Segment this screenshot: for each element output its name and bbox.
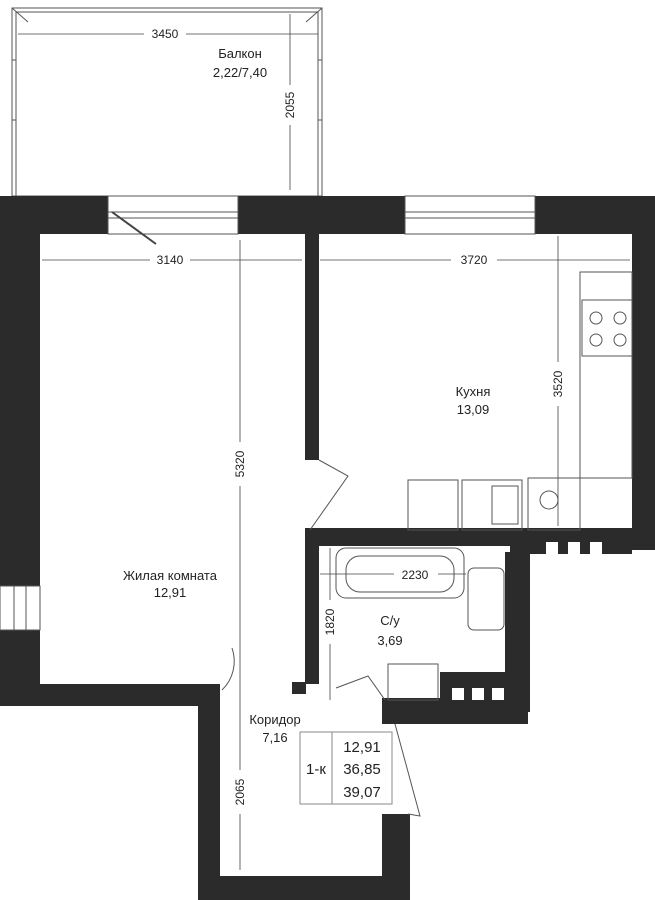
stove-hob bbox=[581, 299, 633, 357]
corridor-name: Коридор bbox=[249, 712, 300, 727]
balcony-name: Балкон bbox=[218, 46, 262, 61]
dim-bath-width: 2230 bbox=[402, 568, 429, 582]
dim-living-length: 5320 bbox=[233, 450, 247, 477]
dimension-labels: 3450 2055 3140 5320 3720 3520 2230 1820 … bbox=[144, 26, 567, 814]
kitchen-sink bbox=[461, 479, 523, 531]
kitchen-name: Кухня bbox=[456, 384, 491, 399]
bath-sink bbox=[387, 663, 439, 701]
summary-total-area: 36,85 bbox=[343, 761, 381, 778]
dim-corridor-length: 2065 bbox=[233, 778, 247, 805]
corridor-area: 7,16 bbox=[262, 730, 287, 745]
doors bbox=[221, 459, 421, 817]
kitchen-fixtures bbox=[407, 271, 633, 531]
bathroom-name: С/у bbox=[380, 613, 400, 628]
balcony-area: 2,22/7,40 bbox=[213, 65, 267, 80]
dim-bath-depth: 1820 bbox=[323, 608, 337, 635]
toilet bbox=[467, 567, 505, 631]
apartment-type: 1-к bbox=[306, 761, 326, 778]
ventilation-shafts bbox=[452, 542, 602, 700]
bathroom-area: 3,69 bbox=[377, 633, 402, 648]
dim-kitchen-depth: 3520 bbox=[551, 370, 565, 397]
summary-total-with-balcony: 39,07 bbox=[343, 784, 381, 801]
living-room-area: 12,91 bbox=[154, 585, 187, 600]
dim-balcony-depth: 2055 bbox=[283, 91, 297, 118]
summary-living-area: 12,91 bbox=[343, 739, 381, 756]
bathtub bbox=[335, 547, 465, 599]
dim-living-width: 3140 bbox=[157, 253, 184, 267]
windows bbox=[0, 195, 536, 631]
area-summary: 1-к 12,91 36,85 39,07 bbox=[299, 731, 393, 805]
kitchen-area: 13,09 bbox=[457, 402, 490, 417]
dim-balcony-width: 3450 bbox=[152, 27, 179, 41]
walls bbox=[0, 196, 655, 900]
room-labels: Балкон 2,22/7,40 Кухня 13,09 Жилая комна… bbox=[123, 46, 490, 745]
oven bbox=[407, 479, 459, 531]
dim-kitchen-width: 3720 bbox=[461, 253, 488, 267]
washer bbox=[527, 477, 581, 531]
living-room-name: Жилая комната bbox=[123, 568, 218, 583]
